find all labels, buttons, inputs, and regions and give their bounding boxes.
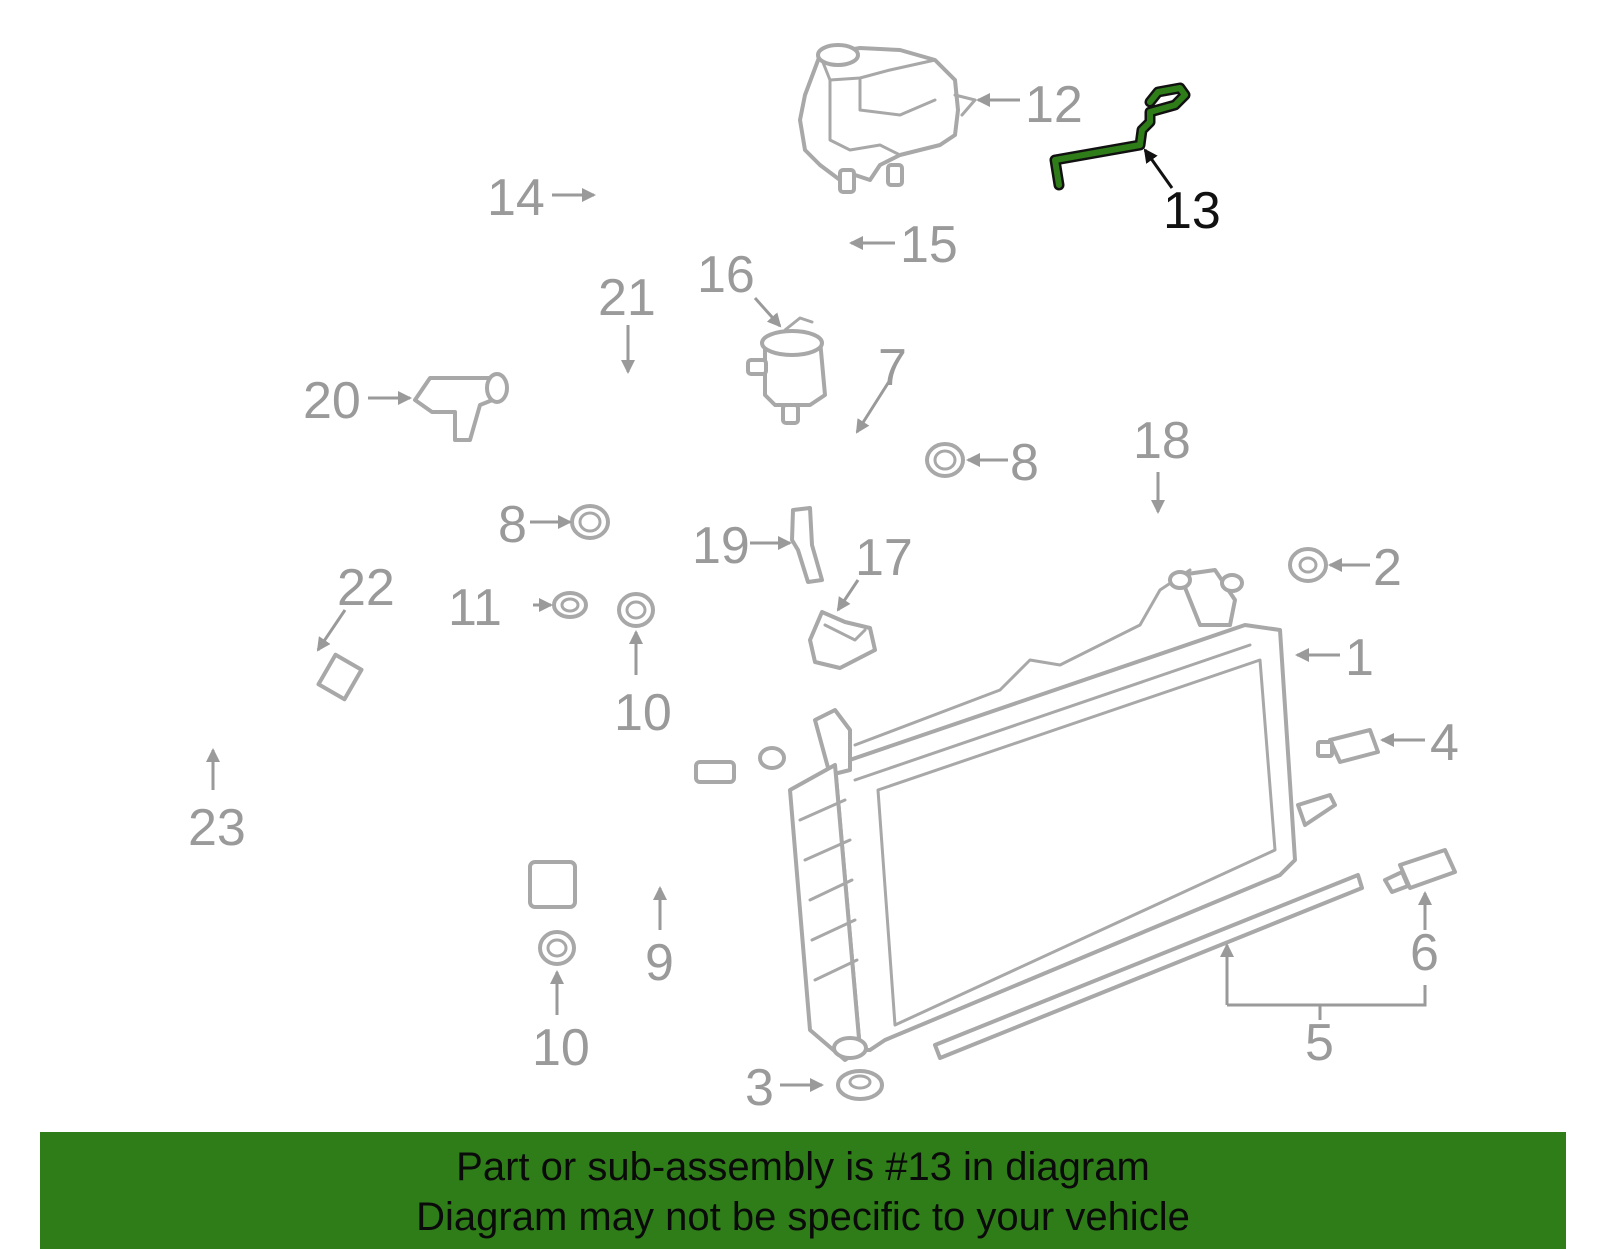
part-5-seal-strip[interactable]	[933, 873, 1364, 1060]
part-20-elbow-fitting[interactable]	[413, 372, 509, 442]
part-13-hose-highlighted[interactable]	[1049, 82, 1191, 191]
part-3-insulator[interactable]	[836, 1069, 884, 1101]
part-7-hose[interactable]	[624, 429, 908, 511]
part-21-hose[interactable]	[529, 352, 734, 404]
banner-line-1: Part or sub-assembly is #13 in diagram	[456, 1145, 1150, 1189]
part-17-bracket[interactable]	[808, 610, 877, 670]
callout-14: 14	[487, 169, 545, 227]
callout-10-upper: 10	[614, 684, 672, 742]
part-12-coolant-reservoir[interactable]	[798, 43, 977, 194]
callout-18: 18	[1133, 412, 1191, 470]
callout-3: 3	[745, 1059, 774, 1117]
part-2-grommet[interactable]	[1288, 547, 1328, 583]
callout-7: 7	[878, 339, 907, 397]
part-6-sensor[interactable]	[1383, 848, 1457, 894]
callout-21: 21	[598, 269, 656, 327]
part-4-sensor[interactable]	[1316, 728, 1380, 764]
callout-15: 15	[900, 216, 958, 274]
part-23-hose[interactable]	[120, 530, 315, 785]
part-8-clamp-a[interactable]	[925, 442, 965, 478]
callout-10-lower: 10	[532, 1019, 590, 1077]
callout-20: 20	[303, 372, 361, 430]
part-19-fitting[interactable]	[790, 506, 824, 584]
callout-23: 23	[188, 799, 246, 857]
leader-lines	[206, 93, 1432, 1092]
callout-12: 12	[1025, 76, 1083, 134]
callout-6: 6	[1410, 924, 1439, 982]
banner-line-2: Diagram may not be specific to your vehi…	[416, 1195, 1190, 1239]
part-22-hose[interactable]	[200, 535, 485, 735]
part-14-hose[interactable]	[587, 72, 760, 225]
part-18-tube[interactable]	[914, 499, 1221, 596]
callout-22: 22	[337, 559, 395, 617]
callout-17: 17	[855, 529, 913, 587]
part-16-valve[interactable]	[746, 316, 827, 425]
callout-19: 19	[692, 517, 750, 575]
part-10-clamp-a[interactable]	[617, 592, 655, 628]
callout-4: 4	[1430, 714, 1459, 772]
part-11-clamp[interactable]	[552, 591, 588, 619]
callout-labels: 12 13 14 15 16 21 20 7 8 8 18 19 17 2 22…	[188, 76, 1459, 1117]
part-9-hose-assembly[interactable]	[405, 610, 736, 909]
callout-8-left: 8	[498, 496, 527, 554]
info-banner: Part or sub-assembly is #13 in diagram D…	[40, 1132, 1566, 1249]
callout-5: 5	[1305, 1014, 1334, 1072]
part-15-hose[interactable]	[828, 201, 852, 302]
part-10-clamp-b[interactable]	[538, 930, 576, 966]
callout-1: 1	[1345, 629, 1374, 687]
part-8-clamp-b[interactable]	[570, 504, 610, 540]
callout-2: 2	[1373, 539, 1402, 597]
part-1-radiator[interactable]	[758, 568, 1337, 1062]
callout-16: 16	[697, 246, 755, 304]
callout-9: 9	[645, 934, 674, 992]
callout-11: 11	[448, 579, 502, 637]
callout-13: 13	[1163, 182, 1221, 240]
callout-8-right: 8	[1010, 434, 1039, 492]
